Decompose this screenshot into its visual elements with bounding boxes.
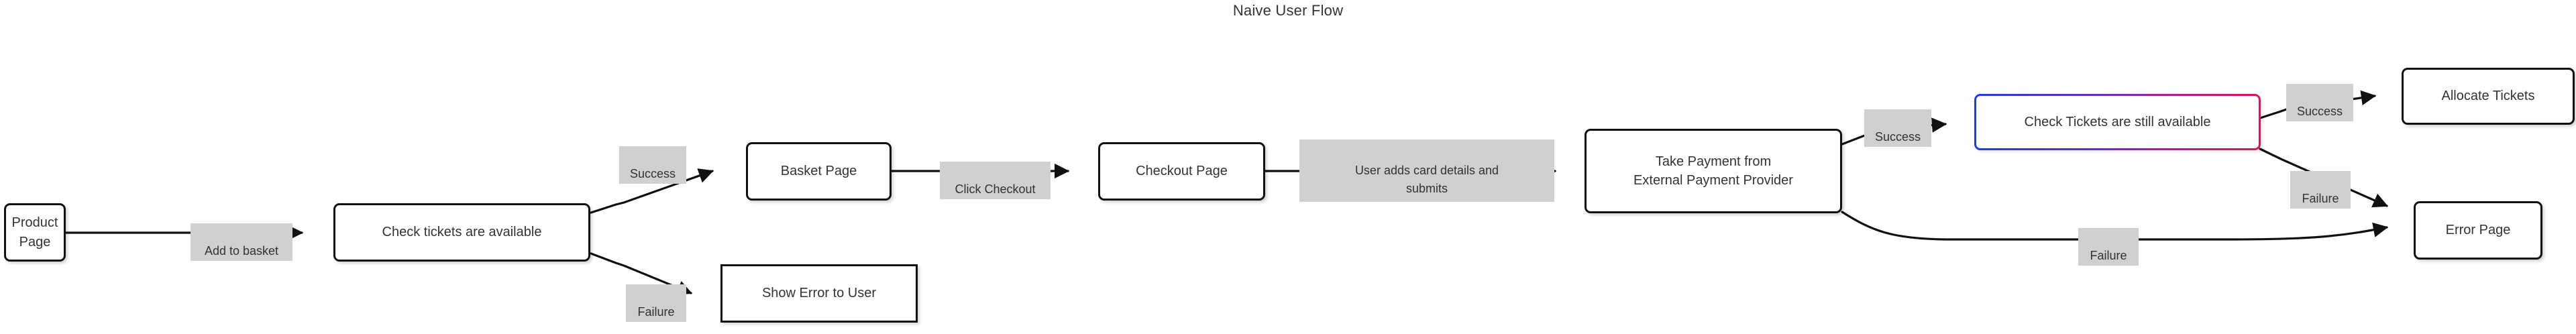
edge-label-user-adds-card-details: User adds card details and submits (1299, 140, 1554, 202)
edge-label-click-checkout: Click Checkout (940, 162, 1051, 199)
edge-label-check-success: Success (619, 146, 686, 184)
node-take-payment[interactable]: Take Payment from External Payment Provi… (1585, 129, 1842, 213)
node-label: Take Payment from External Payment Provi… (1633, 154, 1793, 188)
node-label: Basket Page (780, 164, 857, 179)
node-label: Check Tickets are still available (2024, 114, 2211, 129)
node-checkout-page[interactable]: Checkout Page (1098, 142, 1265, 201)
node-basket-page[interactable]: Basket Page (746, 142, 892, 201)
node-error-page[interactable]: Error Page (2414, 201, 2542, 260)
node-label: Product Page (11, 215, 58, 249)
node-label: Error Page (2445, 223, 2511, 238)
node-show-error-to-user[interactable]: Show Error to User (720, 264, 918, 323)
node-check-tickets-available[interactable]: Check tickets are available (333, 203, 590, 262)
edge-label-add-to-basket: Add to basket (191, 223, 292, 261)
edge-label-payment-failure: Failure (2078, 228, 2139, 266)
edge-label-check-failure: Failure (626, 284, 686, 322)
edge-label-recheck-success: Success (2286, 84, 2353, 121)
node-label: Show Error to User (761, 286, 877, 301)
node-product-page[interactable]: Product Page (4, 203, 66, 262)
edge-label-recheck-failure: Failure (2290, 171, 2351, 209)
node-label: Check tickets are available (382, 225, 542, 240)
node-allocate-tickets[interactable]: Allocate Tickets (2402, 68, 2575, 125)
node-check-tickets-still-available[interactable]: Check Tickets are still available (1974, 94, 2261, 150)
edge-label-payment-success: Success (1864, 109, 1931, 147)
node-label: Allocate Tickets (2441, 89, 2535, 104)
node-label: Checkout Page (1136, 164, 1228, 179)
diagram-title: Naive User Flow (1232, 2, 1344, 19)
